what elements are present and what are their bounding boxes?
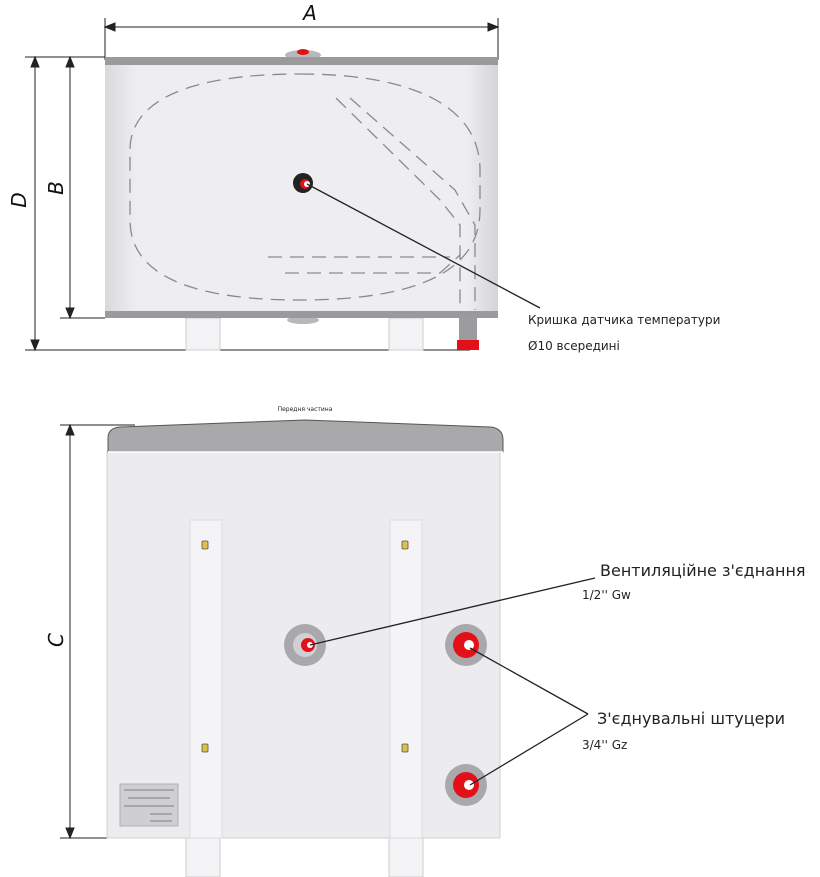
connection-fittings-label: З'єднувальні штуцери — [597, 709, 785, 728]
fitting-hole — [464, 780, 474, 790]
top-cap — [107, 419, 504, 453]
vent-connection-label: Вентиляційне з'єднання — [600, 561, 806, 580]
dimension-b-label: B — [44, 181, 68, 195]
top-band — [105, 57, 498, 65]
foot — [388, 317, 424, 351]
mounting-rail — [389, 519, 423, 839]
pipe-cap — [457, 340, 479, 350]
sensor-cover-label: Кришка датчика температури — [528, 313, 720, 327]
dimension-a — [103, 18, 500, 60]
foot — [185, 837, 221, 877]
sensor-leader-line — [306, 183, 541, 309]
top-fitting-cap — [297, 49, 309, 55]
front-label: Передня частина — [278, 406, 333, 413]
outlet-pipe — [459, 318, 477, 342]
connection-fittings-size: 3/4'' Gz — [582, 738, 627, 752]
hidden-tank-outline — [129, 73, 481, 310]
dimension-a-label: A — [301, 1, 317, 25]
sensor-cover-size: Ø10 всередині — [528, 339, 620, 353]
dimension-d-label: D — [7, 192, 31, 207]
dimension-c-label: C — [44, 633, 68, 647]
vent-connection-size: 1/2'' Gw — [582, 588, 631, 602]
leader-lines — [309, 577, 596, 786]
dimension-b — [60, 55, 105, 320]
mounting-rail — [189, 519, 223, 839]
fitting-hole — [464, 640, 474, 650]
bottom-band — [105, 311, 498, 318]
foot — [185, 317, 221, 351]
rail-markers — [201, 540, 409, 753]
rating-plate — [119, 783, 179, 827]
foot — [388, 837, 424, 877]
dimension-c — [60, 423, 135, 840]
front-view: Передня частина C — [44, 406, 806, 877]
top-view: A D B — [7, 1, 720, 353]
